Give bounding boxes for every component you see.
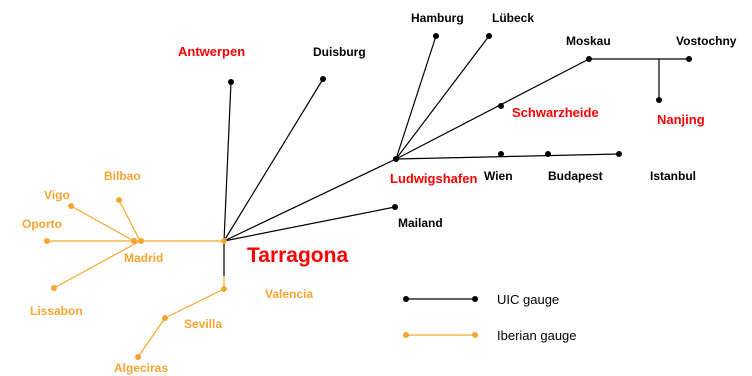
label-oporto: Oporto (22, 217, 62, 231)
legend-iberian: Iberian gauge (403, 328, 577, 343)
line-tarragona-ludwigshafen (223, 158, 397, 242)
label-istanbul: Istanbul (650, 169, 696, 183)
line-tarragona-mailand (223, 206, 396, 242)
node-algeciras (135, 354, 141, 360)
node-mailand (392, 204, 398, 210)
legend-uic-dot-left (403, 296, 409, 302)
line-lissabon-madrid (53, 240, 141, 289)
node-moskau (586, 56, 592, 62)
node-ludwigshafen (393, 156, 399, 162)
line-ludwigshafen-moskau (395, 58, 590, 160)
node-vigo (68, 203, 74, 209)
node-hamburg (433, 33, 439, 39)
label-nanjing: Nanjing (657, 112, 705, 127)
label-schwarzheide: Schwarzheide (512, 105, 599, 120)
node-antwerpen (228, 79, 234, 85)
legend-uic-label: UIC gauge (497, 292, 559, 307)
node-luebeck (486, 33, 492, 39)
node-schwarzheide (498, 103, 504, 109)
label-tarragona: Tarragona (247, 244, 348, 267)
legend: UIC gauge Iberian gauge (403, 292, 577, 343)
node-lissabon (51, 285, 57, 291)
label-vostochny: Vostochny (676, 34, 737, 48)
uic-lines (223, 35, 689, 276)
line-tarragona-duisburg (223, 78, 324, 242)
node-budapest (545, 151, 551, 157)
label-duisburg: Duisburg (313, 45, 366, 59)
line-bilbao-madrid (118, 199, 141, 242)
line-ludwigshafen-luebeck (395, 35, 490, 160)
node-tarragona (221, 238, 227, 244)
line-sevilla-algeciras (137, 317, 166, 358)
line-ludwigshafen-hamburg (395, 35, 437, 160)
legend-iberian-dot-right (472, 332, 478, 338)
label-algeciras: Algeciras (114, 361, 168, 375)
node-wien (498, 151, 504, 157)
label-bilbao: Bilbao (104, 169, 141, 183)
iberian-lines (47, 199, 225, 358)
node-sevilla (162, 315, 168, 321)
node-madrid-b (138, 238, 144, 244)
label-sevilla: Sevilla (184, 317, 222, 331)
label-ludwigshafen: Ludwigshafen (390, 171, 477, 186)
line-tarragona-antwerpen (223, 81, 232, 242)
label-luebeck: Lübeck (492, 11, 534, 25)
label-valencia: Valencia (265, 287, 313, 301)
legend-iberian-label: Iberian gauge (497, 328, 577, 343)
node-duisburg (320, 76, 326, 82)
line-valencia-sevilla (164, 288, 225, 319)
label-budapest: Budapest (548, 169, 603, 183)
label-lissabon: Lissabon (30, 304, 83, 318)
line-ludwigshafen-istanbul (395, 153, 620, 160)
labels: Antwerpen Duisburg Hamburg Lübeck Moskau… (22, 11, 737, 375)
node-oporto (44, 238, 50, 244)
label-hamburg: Hamburg (411, 11, 464, 25)
node-valencia (221, 286, 227, 292)
uic-nodes (228, 33, 692, 210)
node-vostochny (686, 56, 692, 62)
legend-iberian-dot-left (403, 332, 409, 338)
label-moskau: Moskau (566, 34, 611, 48)
node-nanjing (656, 97, 662, 103)
label-wien: Wien (484, 169, 513, 183)
iberian-nodes (44, 197, 227, 360)
node-istanbul (616, 151, 622, 157)
node-bilbao (116, 197, 122, 203)
legend-uic: UIC gauge (403, 292, 559, 307)
label-madrid: Madrid (124, 251, 163, 265)
label-mailand: Mailand (398, 216, 443, 230)
line-vigo-madrid (70, 205, 135, 242)
node-madrid-a (131, 238, 137, 244)
label-antwerpen: Antwerpen (178, 44, 245, 59)
label-vigo: Vigo (44, 188, 70, 202)
legend-uic-dot-right (472, 296, 478, 302)
